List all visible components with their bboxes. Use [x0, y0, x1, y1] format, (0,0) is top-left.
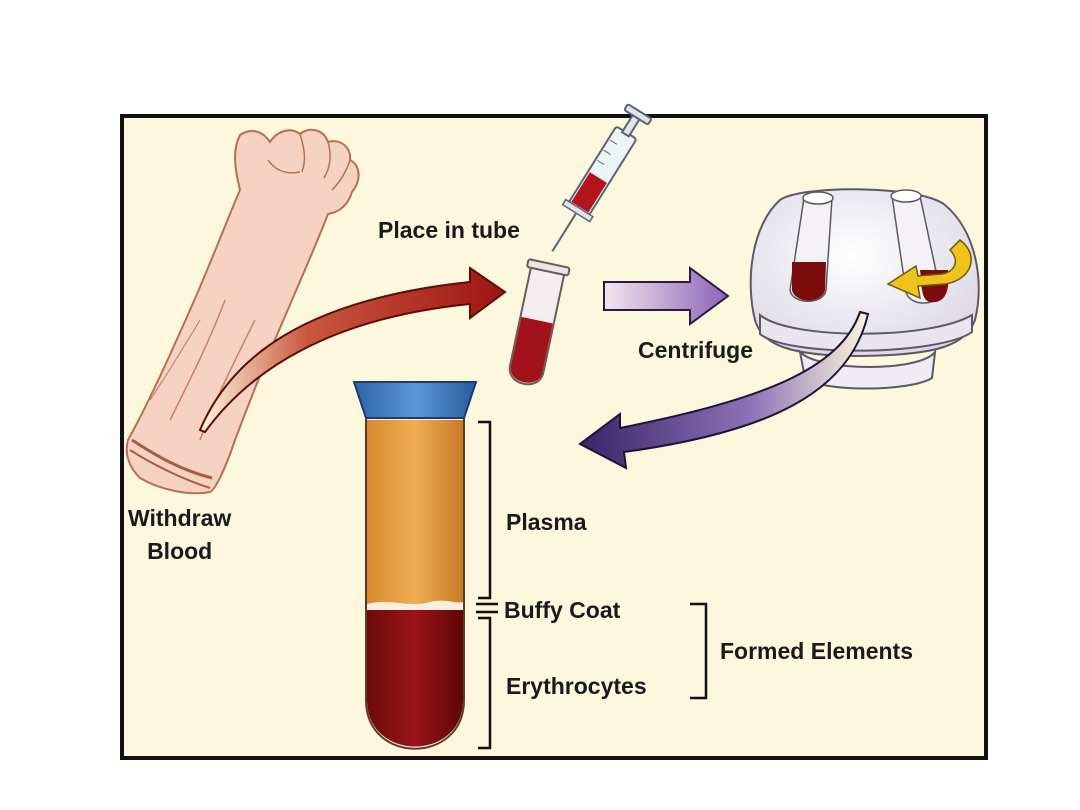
buffy-coat-marker — [476, 602, 498, 614]
plasma-bracket — [478, 420, 492, 600]
formed-elements-bracket — [690, 602, 708, 700]
arrow-to-tube — [198, 266, 507, 434]
arrow-to-blood-tube — [578, 310, 870, 470]
erythrocytes-bracket — [478, 616, 492, 750]
centrifuge-illustration — [749, 188, 980, 390]
label-formed-elements: Formed Elements — [720, 638, 913, 664]
label-plasma: Plasma — [506, 509, 587, 535]
arm-illustration — [125, 128, 360, 495]
label-centrifuge: Centrifuge — [638, 337, 753, 363]
blood-tube-illustration — [352, 381, 478, 750]
label-buffy-coat: Buffy Coat — [504, 597, 621, 623]
label-withdraw-line2: Blood — [147, 538, 213, 564]
label-erythrocytes: Erythrocytes — [506, 673, 647, 699]
label-withdraw-blood: Withdraw Blood — [128, 502, 231, 568]
label-place-in-tube: Place in tube — [378, 217, 520, 243]
syringe-illustration — [546, 103, 652, 289]
label-withdraw-line1: Withdraw — [128, 505, 232, 531]
arrow-to-centrifuge — [603, 266, 730, 326]
test-tube-illustration — [508, 258, 571, 386]
